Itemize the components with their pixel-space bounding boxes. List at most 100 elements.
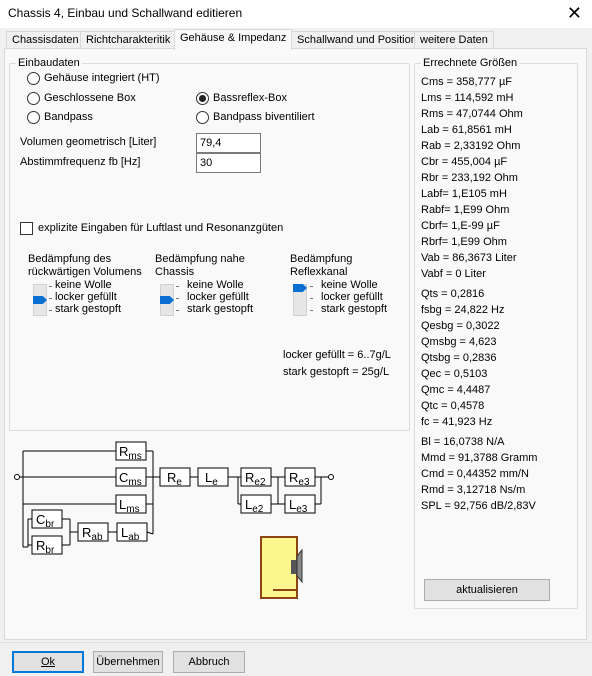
fb-input[interactable]: 30	[196, 153, 261, 173]
le2-label: Le2	[245, 497, 264, 515]
cms-label: Cms	[119, 470, 142, 488]
einbaudaten-group: Einbaudaten Gehäuse integriert (HT) Gesc…	[9, 57, 410, 431]
tab-weitere-daten[interactable]: weitere Daten	[414, 31, 494, 49]
result-line: Lab = 61,8561 mH	[421, 124, 512, 136]
damping-option: keine Wolle	[321, 279, 378, 291]
damping-slider-reflexkanal[interactable]	[293, 284, 307, 316]
fb-label: Abstimmfrequenz fb [Hz]	[20, 156, 141, 168]
radio-label: Bandpass biventiliert	[213, 111, 315, 123]
lms-label: Lms	[119, 497, 140, 515]
explicit-label: explizite Eingaben für Luftlast und Reso…	[38, 222, 284, 234]
slider-thumb[interactable]	[33, 296, 47, 304]
result-line: Lms = 114,592 mH	[421, 92, 514, 104]
note-locker: locker gefüllt = 6..7g/L	[283, 349, 391, 361]
ok-label: Ok	[40, 656, 56, 668]
volumen-label: Volumen geometrisch [Liter]	[20, 136, 157, 148]
radio-label: Geschlossene Box	[44, 92, 136, 104]
close-icon[interactable]: ✕	[566, 3, 582, 23]
lms-element	[115, 494, 147, 514]
result-line: Vabf = 0 Liter	[421, 268, 486, 280]
damping-title: Chassis	[155, 266, 195, 278]
radio-label: Gehäuse integriert (HT)	[44, 72, 160, 84]
result-line: Qtsbg = 0,2836	[421, 352, 497, 364]
result-line: Rbr = 233,192 Ohm	[421, 172, 518, 184]
lab-label: Lab	[121, 525, 140, 543]
result-line: Rms = 47,0744 Ohm	[421, 108, 523, 120]
title-bar: Chassis 4, Einbau und Schallwand editier…	[0, 0, 592, 28]
result-line: Qts = 0,2816	[421, 288, 485, 300]
tab-schallwand-position[interactable]: Schallwand und Position	[291, 31, 423, 49]
result-line: Qtc = 0,4578	[421, 400, 485, 412]
result-line: Bl = 16,0738 N/A	[421, 436, 505, 448]
tab-chassisdaten[interactable]: Chassisdaten	[6, 31, 85, 49]
result-line: fsbg = 24,822 Hz	[421, 304, 505, 316]
damping-option: stark gestopft	[187, 303, 254, 315]
damping-option: stark gestopft	[55, 303, 122, 315]
le3-label: Le3	[289, 497, 308, 515]
rab-label: Rab	[82, 525, 103, 543]
uebernehmen-button[interactable]: Übernehmen	[93, 651, 163, 673]
tab-page: Einbaudaten Gehäuse integriert (HT) Gesc…	[4, 48, 587, 640]
result-line: Cbr = 455,004 µF	[421, 156, 508, 168]
slider-ticks	[310, 283, 314, 315]
lab-element	[116, 522, 148, 542]
results-title: Errechnete Größen	[421, 57, 520, 69]
rms-element	[115, 441, 147, 461]
aktualisieren-button[interactable]: aktualisieren	[424, 579, 550, 601]
cbr-label: Cbr	[36, 512, 55, 530]
result-line: Rmd = 3,12718 Ns/m	[421, 484, 526, 496]
radio-geschlossene-box[interactable]	[27, 92, 40, 105]
explicit-checkbox[interactable]	[20, 222, 33, 235]
radio-bandpass[interactable]	[27, 111, 40, 124]
result-line: SPL = 92,756 dB/2,83V	[421, 500, 536, 512]
result-line: Cmd = 0,44352 mm/N	[421, 468, 529, 480]
damping-option: keine Wolle	[55, 279, 112, 291]
result-line: Cbrf= 1,E-99 µF	[421, 220, 500, 232]
result-line: Mmd = 91,3788 Gramm	[421, 452, 538, 464]
einbaudaten-title: Einbaudaten	[16, 57, 82, 69]
le-label: Le	[205, 470, 218, 488]
radio-bassreflex-box[interactable]	[196, 92, 209, 105]
cms-element	[115, 467, 147, 487]
re2-label: Re2	[245, 470, 266, 488]
note-stark: stark gestopft = 25g/L	[283, 366, 390, 378]
result-line: Rabf= 1,E99 Ohm	[421, 204, 510, 216]
tab-label: Schallwand und Position	[297, 34, 417, 46]
tab-label: Richtcharakteritik	[86, 34, 171, 46]
radio-gehaeuse-integriert[interactable]	[27, 72, 40, 85]
tab-richtcharakteritik[interactable]: Richtcharakteritik	[80, 31, 177, 49]
ok-button[interactable]: Ok	[12, 651, 84, 673]
damping-option: locker gefüllt	[321, 291, 383, 303]
slider-ticks	[49, 283, 53, 315]
damping-title: Bedämpfung	[290, 253, 353, 265]
damping-option: stark gestopft	[321, 303, 388, 315]
abbruch-label: Abbruch	[188, 656, 230, 668]
uebernehmen-label: Übernehmen	[96, 656, 160, 668]
damping-title: Reflexkanal	[290, 266, 348, 278]
re-element	[159, 467, 191, 487]
re3-label: Re3	[289, 470, 310, 488]
damping-title: rückwärtigen Volumens	[28, 266, 142, 278]
rbr-label: Rbr	[36, 538, 55, 556]
damping-slider-chassis[interactable]	[160, 284, 174, 316]
radio-label: Bandpass	[44, 111, 93, 123]
rbr-element	[31, 535, 63, 555]
slider-thumb[interactable]	[160, 296, 174, 304]
tab-gehaeuse-impedanz[interactable]: Gehäuse & Impedanz	[174, 29, 293, 50]
damping-title: Bedämpfung nahe	[155, 253, 245, 265]
damping-option: locker gefüllt	[187, 291, 249, 303]
damping-slider-volumen[interactable]	[33, 284, 47, 316]
tab-label: weitere Daten	[420, 34, 488, 46]
radio-label: Bassreflex-Box	[213, 92, 287, 104]
le3-element	[284, 494, 316, 514]
damping-title: Bedämpfung des	[28, 253, 112, 265]
volumen-input[interactable]: 79,4	[196, 133, 261, 153]
le2-element	[240, 494, 272, 514]
rab-element	[77, 522, 109, 542]
result-line: Vab = 86,3673 Liter	[421, 252, 517, 264]
radio-bandpass-biventiliert[interactable]	[196, 111, 209, 124]
slider-thumb[interactable]	[293, 284, 307, 292]
results-group: Errechnete Größen Cms = 358,777 µF Lms =…	[414, 57, 578, 609]
abbruch-button[interactable]: Abbruch	[173, 651, 245, 673]
result-line: Qmsbg = 4,623	[421, 336, 497, 348]
